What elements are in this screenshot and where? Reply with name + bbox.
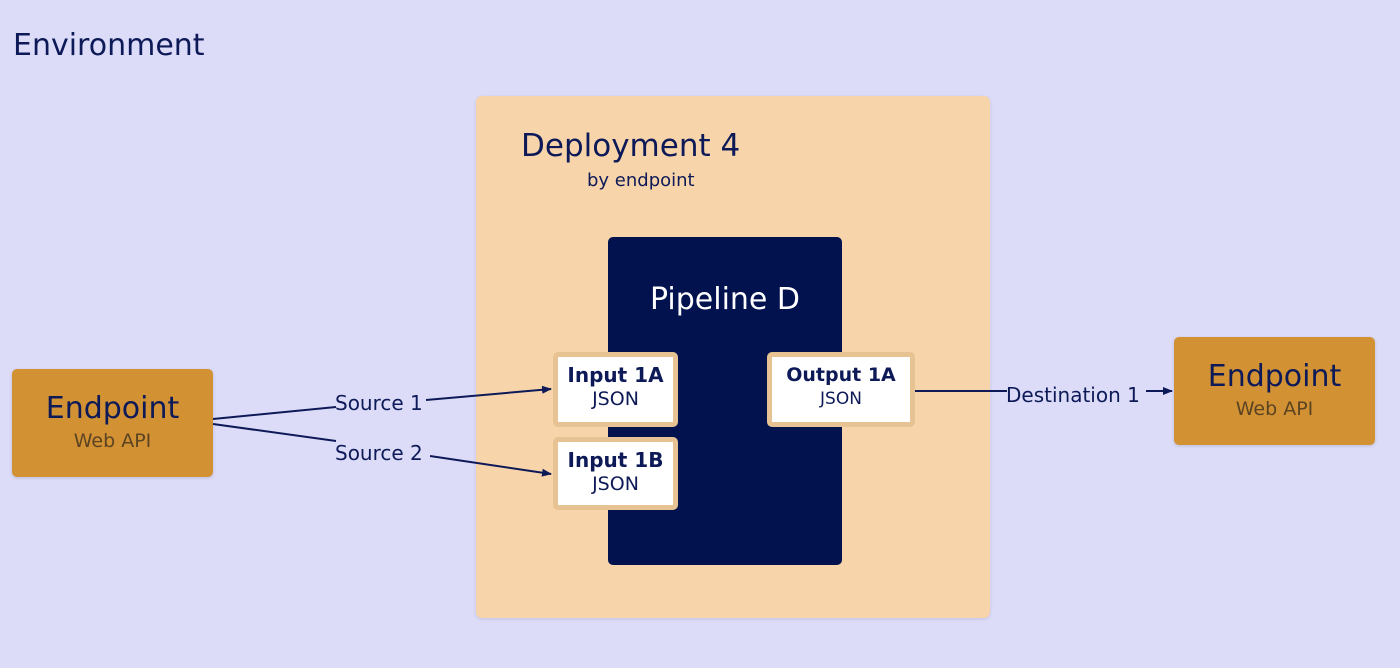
edge-label-source-2: Source 2 <box>335 441 423 465</box>
deployment-subtitle: by endpoint <box>587 170 695 191</box>
deployment-title: Deployment 4 <box>521 128 741 164</box>
input-port-1b: Input 1B JSON <box>553 437 678 510</box>
edge-source-2-arrow <box>429 455 552 477</box>
edge-source-1-arrow <box>425 385 552 401</box>
endpoint-name: Endpoint <box>1207 359 1342 394</box>
destination-endpoint: Endpoint Web API <box>1174 337 1375 445</box>
input-port-format: JSON <box>592 473 639 495</box>
output-port-1a: Output 1A JSON <box>767 352 915 427</box>
environment-title: Environment <box>13 28 205 63</box>
output-port-name: Output 1A <box>786 364 896 386</box>
input-port-1a: Input 1A JSON <box>553 352 678 427</box>
endpoint-type: Web API <box>1235 398 1314 420</box>
input-port-format: JSON <box>592 388 639 410</box>
pipeline-title: Pipeline D <box>649 282 801 317</box>
endpoint-name: Endpoint <box>45 391 180 426</box>
endpoint-type: Web API <box>73 430 152 452</box>
input-port-name: Input 1A <box>567 363 664 387</box>
edge-label-source-1: Source 1 <box>335 391 423 415</box>
edge-source-2-line <box>212 423 337 442</box>
source-endpoint: Endpoint Web API <box>12 369 213 477</box>
output-port-format: JSON <box>820 389 862 409</box>
input-port-name: Input 1B <box>567 448 664 472</box>
edge-source-1-line <box>212 406 337 420</box>
edge-label-destination-1: Destination 1 <box>1006 383 1140 407</box>
